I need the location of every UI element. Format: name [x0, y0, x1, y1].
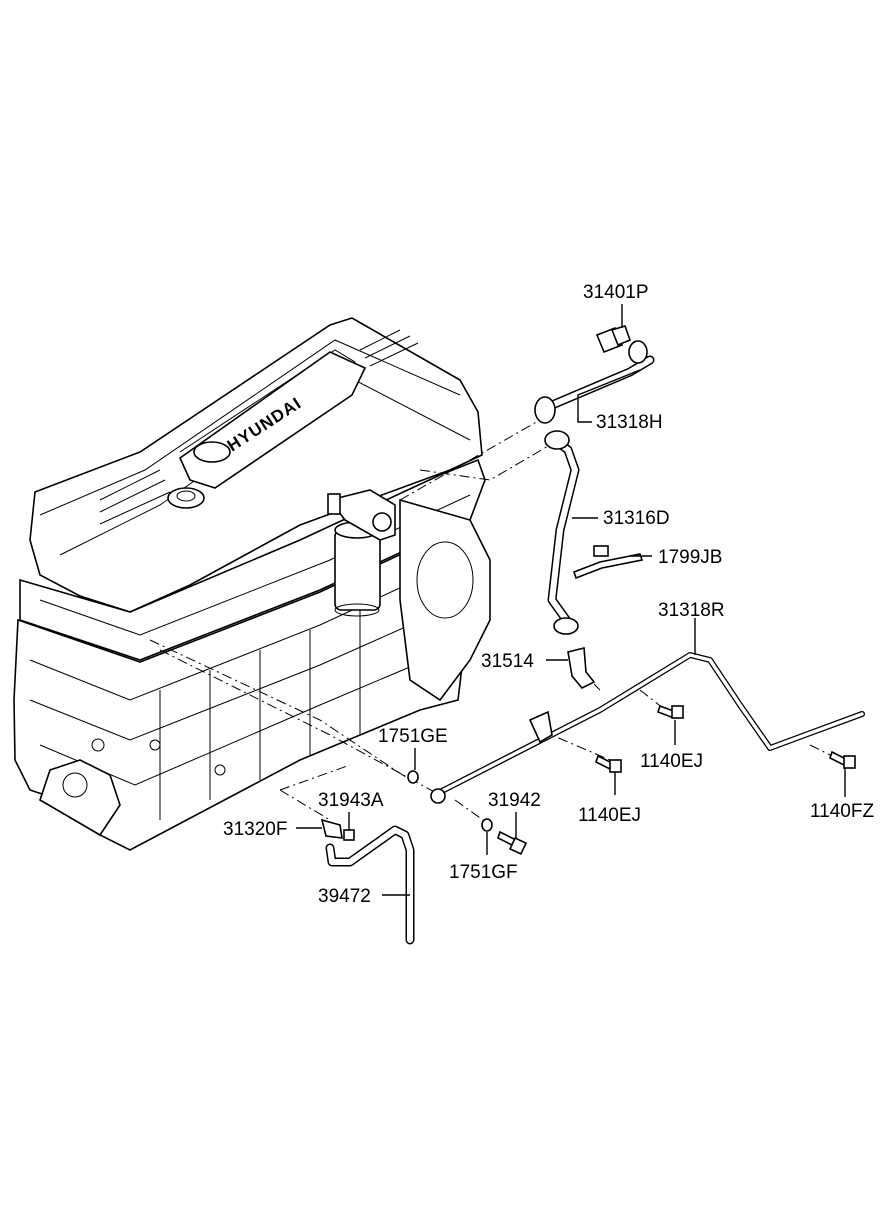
- part-1751gf-gasket[interactable]: [481, 818, 493, 832]
- callout-31318r: 31318R: [658, 600, 725, 621]
- leader-lines: [296, 304, 846, 896]
- callout-31943a: 31943A: [318, 790, 384, 811]
- part-31943a-nut[interactable]: [343, 829, 355, 841]
- part-31316d-hose[interactable]: [544, 430, 580, 635]
- callout-39472: 39472: [318, 886, 371, 907]
- part-31318r-pipe[interactable]: [430, 652, 865, 804]
- part-31942-bolt[interactable]: [497, 830, 528, 856]
- part-31514-bracket[interactable]: [567, 646, 596, 689]
- part-1799jb-clip[interactable]: [572, 545, 644, 580]
- part-39472-hose[interactable]: [325, 825, 415, 945]
- part-31401p-connector[interactable]: [595, 325, 632, 354]
- callout-31942: 31942: [488, 790, 541, 811]
- callout-1140ej-upper: 1140EJ: [640, 751, 703, 772]
- callout-1140fz: 1140FZ: [810, 801, 874, 822]
- callout-31316d: 31316D: [603, 508, 670, 529]
- part-1751ge-gasket[interactable]: [407, 770, 419, 784]
- part-31320f-fitting[interactable]: [320, 818, 343, 839]
- part-1140ej-bolt-upper[interactable]: [656, 704, 684, 720]
- callout-labels: 31401P 31318H 31316D 1799JB 31318R 31514…: [223, 282, 874, 907]
- callout-31320f: 31320F: [223, 819, 287, 840]
- engine-block-illustration: HYUNDAI: [13, 317, 491, 851]
- callout-31514: 31514: [481, 651, 534, 672]
- callout-31401p: 31401P: [583, 282, 649, 303]
- callout-1751ge: 1751GE: [378, 726, 448, 747]
- callout-1799jb: 1799JB: [658, 547, 722, 568]
- callout-1751gf: 1751GF: [449, 862, 518, 883]
- part-1140fz-bolt[interactable]: [829, 750, 856, 769]
- callout-1140ej-lower: 1140EJ: [578, 805, 641, 826]
- part-1140ej-bolt-lower[interactable]: [595, 754, 622, 773]
- logo-emblem-icon: [193, 441, 231, 463]
- callout-31318h: 31318H: [596, 412, 663, 433]
- part-31318h-hose[interactable]: [534, 340, 655, 424]
